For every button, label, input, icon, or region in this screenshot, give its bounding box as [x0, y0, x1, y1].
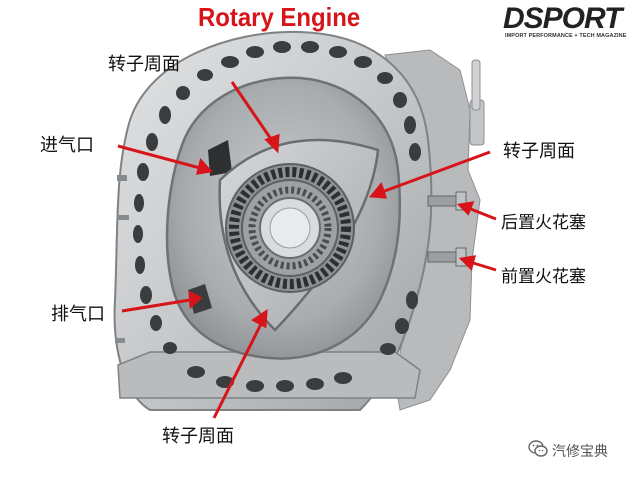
watermark-text: 汽修宝典 [552, 444, 608, 460]
label-intake-port: 进气口 [40, 135, 94, 156]
label-rear-spark-plug: 后置火花塞 [501, 213, 586, 233]
brand-tagline: IMPORT PERFORMANCE + TECH MAGAZINE [505, 33, 627, 39]
label-rotor-face-right: 转子周面 [503, 141, 575, 162]
coolant-passages [133, 41, 421, 392]
label-front-spark-plug: 前置火花塞 [501, 267, 586, 287]
label-exhaust-port: 排气口 [51, 304, 105, 325]
label-rotor-face-top: 转子周面 [108, 54, 180, 75]
brand-name: DSPORT [503, 2, 622, 35]
spark-plug-rear [427, 191, 467, 211]
housing-base [117, 351, 421, 399]
page-title: Rotary Engine [198, 2, 361, 32]
intake-port-shape [208, 140, 232, 176]
brand-logo: DSPORT IMPORT PERFORMANCE + TECH MAGAZIN… [503, 2, 635, 42]
watermark: 汽修宝典 [528, 440, 608, 462]
wechat-icon [528, 440, 548, 462]
label-rotor-face-bottom: 转子周面 [162, 426, 234, 447]
callout-arrows [117, 81, 497, 419]
studs [115, 175, 129, 343]
